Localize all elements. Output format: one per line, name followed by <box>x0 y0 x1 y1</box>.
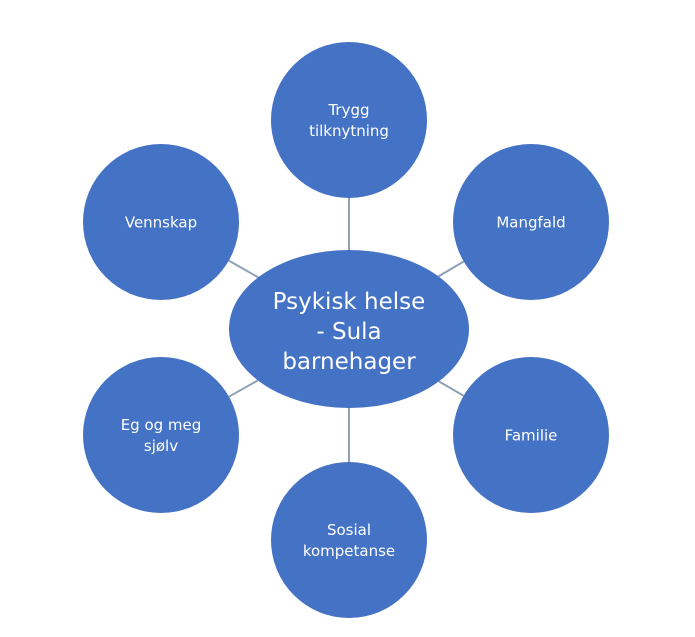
connector-line <box>437 260 465 278</box>
satellite-label: Vennskap <box>125 213 197 231</box>
satellite-label: Eg og meg sjølv <box>121 416 202 455</box>
satellite-node[interactable]: Vennskap <box>83 144 239 300</box>
satellite-circle <box>271 42 427 198</box>
satellite-label-line: Eg og meg <box>121 416 202 434</box>
satellite-node[interactable]: Trygg tilknytning <box>271 42 427 198</box>
satellite-label: Familie <box>505 426 558 444</box>
satellite-circle <box>453 144 609 300</box>
satellite-label-line: kompetanse <box>303 542 395 560</box>
satellite-label: Sosial kompetanse <box>303 521 395 560</box>
satellite-circle <box>453 357 609 513</box>
satellite-label-line: Mangfald <box>496 213 565 231</box>
satellite-circle <box>83 144 239 300</box>
satellite-node[interactable]: Eg og meg sjølv <box>83 357 239 513</box>
satellite-node[interactable]: Sosial kompetanse <box>271 462 427 618</box>
connector-line <box>438 380 465 397</box>
satellite-label-line: Trygg <box>327 101 369 119</box>
satellite-node[interactable]: Familie <box>453 357 609 513</box>
satellite-circle <box>271 462 427 618</box>
satellite-label: Mangfald <box>496 213 565 231</box>
connector-line <box>228 379 259 398</box>
center-node[interactable]: Psykisk helse - Sula barnehager <box>229 250 469 408</box>
satellite-node[interactable]: Mangfald <box>453 144 609 300</box>
satellite-label-line: Sosial <box>327 521 371 539</box>
satellite-label: Trygg tilknytning <box>309 101 389 140</box>
satellite-label-line: Familie <box>505 426 558 444</box>
center-label-line: - Sula <box>316 319 381 345</box>
center-label-line: Psykisk helse <box>273 289 426 315</box>
center-label-line: barnehager <box>282 349 416 375</box>
satellite-label-line: sjølv <box>144 437 178 455</box>
connector-line <box>228 259 259 279</box>
center-ellipse <box>229 250 469 408</box>
satellite-label-line: tilknytning <box>309 122 389 140</box>
center-label: Psykisk helse - Sula barnehager <box>273 289 426 375</box>
satellite-circle <box>83 357 239 513</box>
satellite-label-line: Vennskap <box>125 213 197 231</box>
